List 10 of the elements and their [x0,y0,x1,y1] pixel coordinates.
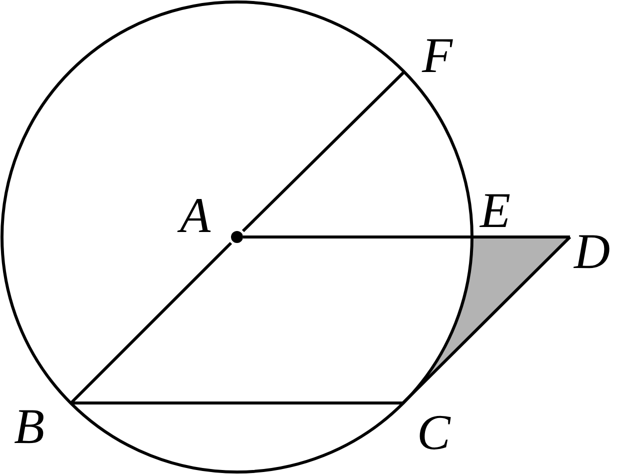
point-label: D [574,226,610,276]
point-label: F [422,30,453,80]
point-label: C [417,407,450,457]
line-segment [70,242,232,404]
line-segment [242,70,406,232]
point-label: E [480,185,511,235]
line-segment [402,236,572,404]
point-label: B [14,401,45,451]
line-segment [71,402,403,404]
line-segment [243,236,570,238]
